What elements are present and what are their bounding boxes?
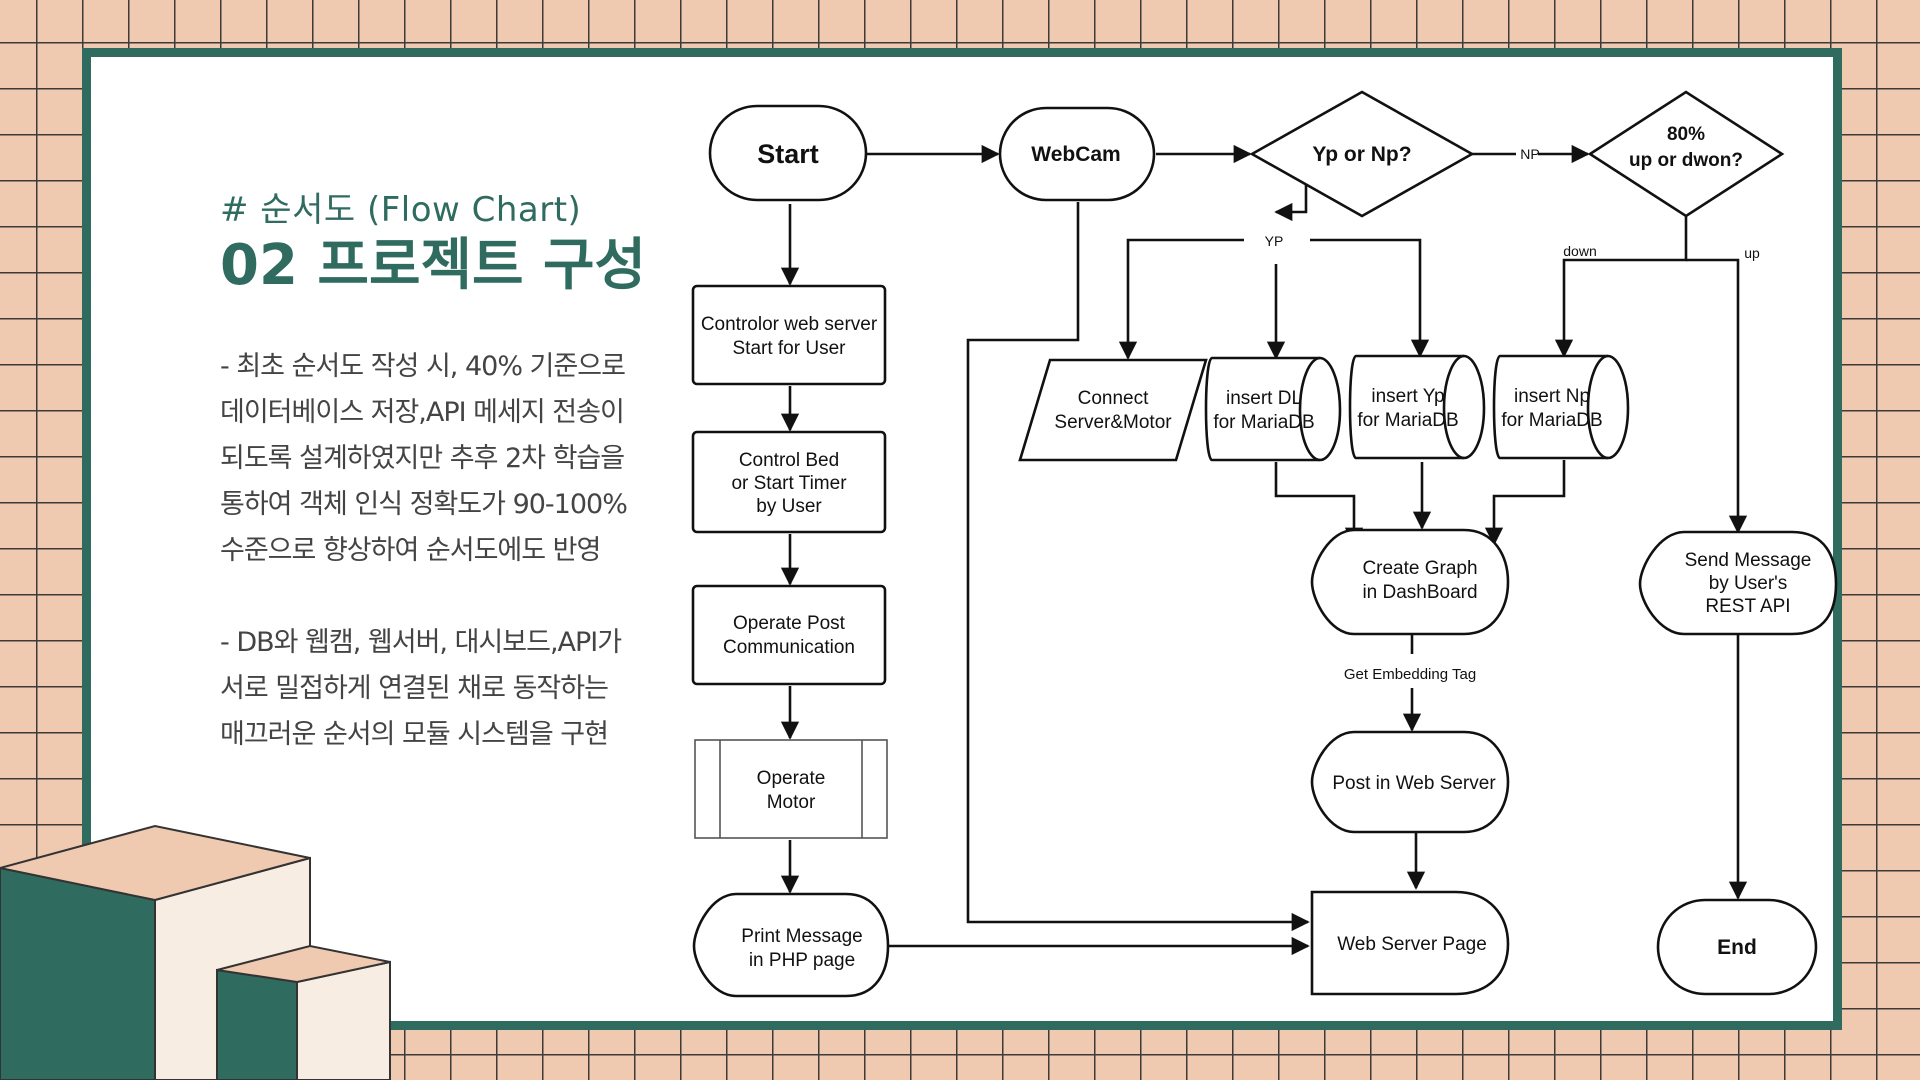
node-post-web xyxy=(1310,730,1510,834)
node-insert-np-label: for MariaDB xyxy=(1501,410,1602,431)
node-web-page xyxy=(1310,890,1510,996)
description-line: - DB와 웹캠, 웹서버, 대시보드,API가 xyxy=(220,627,622,658)
node-insert-np-label: insert Np xyxy=(1514,386,1590,407)
edge-label-down: down xyxy=(1563,243,1596,259)
node-connect xyxy=(1018,358,1208,462)
node-connect-label: Connect xyxy=(1078,388,1149,409)
node-operate-post xyxy=(691,584,887,686)
node-print-message xyxy=(692,892,890,998)
decorative-cubes xyxy=(0,824,391,1080)
node-operate-motor-label: Operate xyxy=(757,768,826,789)
description-line: 매끄러운 순서의 모듈 시스템을 구현 xyxy=(220,719,609,750)
description-line: 수준으로 향상하여 순서도에도 반영 xyxy=(220,535,601,566)
node-connect-label: Server&Motor xyxy=(1054,412,1172,433)
node-decision-80-label: 80% xyxy=(1667,124,1705,145)
node-send-message-label: by User's xyxy=(1709,573,1788,594)
node-decision-80 xyxy=(1587,90,1785,218)
node-insert-yp-label: for MariaDB xyxy=(1357,410,1458,431)
node-control-bed-label: Control Bed xyxy=(739,450,839,471)
node-operate-motor xyxy=(694,739,888,839)
node-insert-dl-label: insert DL xyxy=(1226,388,1302,409)
node-decision-80-label: up or dwon? xyxy=(1629,150,1743,171)
node-create-graph-label: in DashBoard xyxy=(1362,582,1477,603)
node-control-web-label: Start for User xyxy=(733,338,847,359)
node-operate-motor-label: Motor xyxy=(767,792,816,813)
node-print-message-label: in PHP page xyxy=(749,950,855,971)
node-print-message-label: Print Message xyxy=(741,926,862,947)
description-line: 데이터베이스 저장,API 메세지 전송이 xyxy=(220,397,625,428)
node-control-web-label: Controlor web server xyxy=(701,314,878,335)
description-line: 되도록 설계하였지만 추후 2차 학습을 xyxy=(220,443,625,474)
edge-label-embedding: Get Embedding Tag xyxy=(1344,666,1476,683)
node-send-message-label: REST API xyxy=(1705,596,1790,617)
slide-subtitle: # 순서도 (Flow Chart) xyxy=(220,190,582,230)
flow-connectors xyxy=(780,144,1748,956)
node-control-bed-label: by User xyxy=(756,496,822,517)
node-post-web-label: Post in Web Server xyxy=(1332,773,1496,794)
node-send-message xyxy=(1638,530,1838,636)
slide-frame xyxy=(82,48,1842,1030)
node-insert-yp-label: insert Yp xyxy=(1371,386,1444,407)
node-control-bed xyxy=(691,430,887,534)
description-line: 서로 밀접하게 연결된 채로 동작하는 xyxy=(220,673,609,704)
node-webcam xyxy=(998,106,1156,202)
node-create-graph-label: Create Graph xyxy=(1362,558,1477,579)
node-web-page-label: Web Server Page xyxy=(1337,934,1487,955)
node-insert-dl-label: for MariaDB xyxy=(1213,412,1314,433)
description-paragraph-1: - 최초 순서도 작성 시, 40% 기준으로 데이터베이스 저장,API 메세… xyxy=(220,344,660,574)
node-start-label: Start xyxy=(757,139,819,169)
node-control-bed-label: or Start Timer xyxy=(731,473,847,494)
node-webcam-label: WebCam xyxy=(1031,143,1120,166)
edge-label-yp: YP xyxy=(1265,233,1284,249)
node-end-label: End xyxy=(1717,936,1757,959)
description-line: - 최초 순서도 작성 시, 40% 기준으로 xyxy=(220,351,626,382)
node-decision-yp-np xyxy=(1249,90,1475,218)
node-insert-yp xyxy=(1348,354,1486,460)
node-create-graph xyxy=(1310,528,1510,636)
description-line: 통하여 객체 인식 정확도가 90-100% xyxy=(220,489,628,520)
node-operate-post-label: Communication xyxy=(723,637,855,658)
node-operate-post-label: Operate Post xyxy=(733,613,846,634)
slide-title: 02 프로젝트 구성 xyxy=(220,233,647,298)
node-start xyxy=(708,104,868,202)
edge-label-np: NP xyxy=(1520,146,1539,162)
node-send-message-label: Send Message xyxy=(1685,550,1812,571)
node-insert-dl xyxy=(1204,356,1342,462)
node-insert-np xyxy=(1492,354,1630,460)
node-end xyxy=(1656,898,1818,996)
node-control-web xyxy=(691,284,887,386)
edge-label-up: up xyxy=(1744,245,1760,261)
node-decision-yp-np-label: Yp or Np? xyxy=(1312,143,1411,166)
description-paragraph-2: - DB와 웹캠, 웹서버, 대시보드,API가 서로 밀접하게 연결된 채로 … xyxy=(220,620,660,758)
